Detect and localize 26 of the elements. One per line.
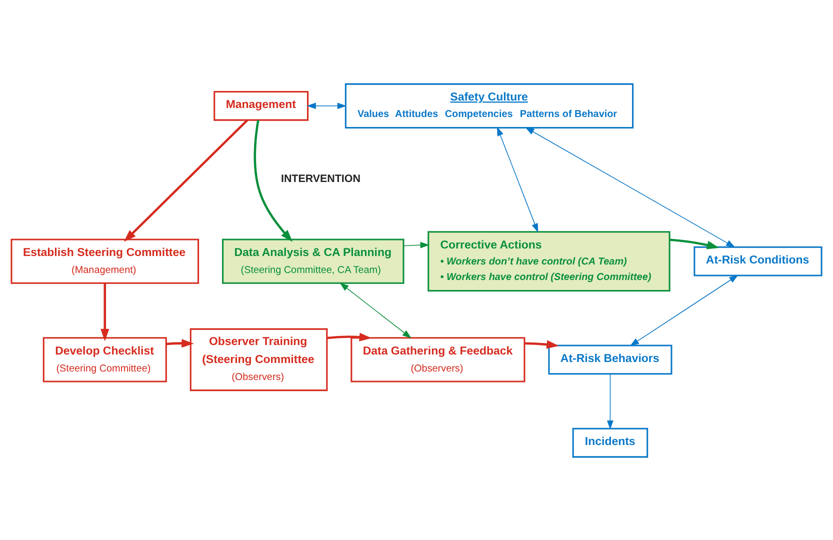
arrow xyxy=(524,340,559,348)
arrow xyxy=(497,126,538,232)
arrow xyxy=(670,238,720,249)
node-box: Establish Steering Committee (Management) xyxy=(10,238,200,284)
arrow xyxy=(166,338,194,348)
node-box: Management xyxy=(214,90,309,120)
arrow xyxy=(306,102,347,109)
arrow xyxy=(124,119,248,242)
arrow xyxy=(254,119,293,242)
arrow xyxy=(403,241,430,248)
node-box: Incidents xyxy=(572,427,648,458)
arrow xyxy=(630,274,738,346)
node-box: Corrective Actions • Workers don’t have control (CA Team) • Workers have control (Steering Committee) xyxy=(428,230,670,292)
arrow xyxy=(326,332,372,341)
node-box: Data Gathering & Feedback (Observers) xyxy=(350,336,526,382)
node-box: Data Analysis & CA Planning (Steering Committee, CA Team) xyxy=(222,238,404,284)
label: INTERVENTION xyxy=(280,172,360,184)
node-box: Develop Checklist (Steering Committee) xyxy=(42,336,167,382)
arrow xyxy=(525,126,736,248)
node-box: At-Risk Behaviors xyxy=(548,344,672,374)
arrow xyxy=(100,282,110,341)
arrow xyxy=(340,282,412,338)
node-box: Observer Training (Steering Committee (Observers) xyxy=(190,328,328,391)
arrow xyxy=(607,373,614,430)
node-box: Safety Culture Values Attitudes Competencies Patterns of Behavior xyxy=(344,82,634,128)
node-box: At-Risk Conditions xyxy=(694,246,822,276)
